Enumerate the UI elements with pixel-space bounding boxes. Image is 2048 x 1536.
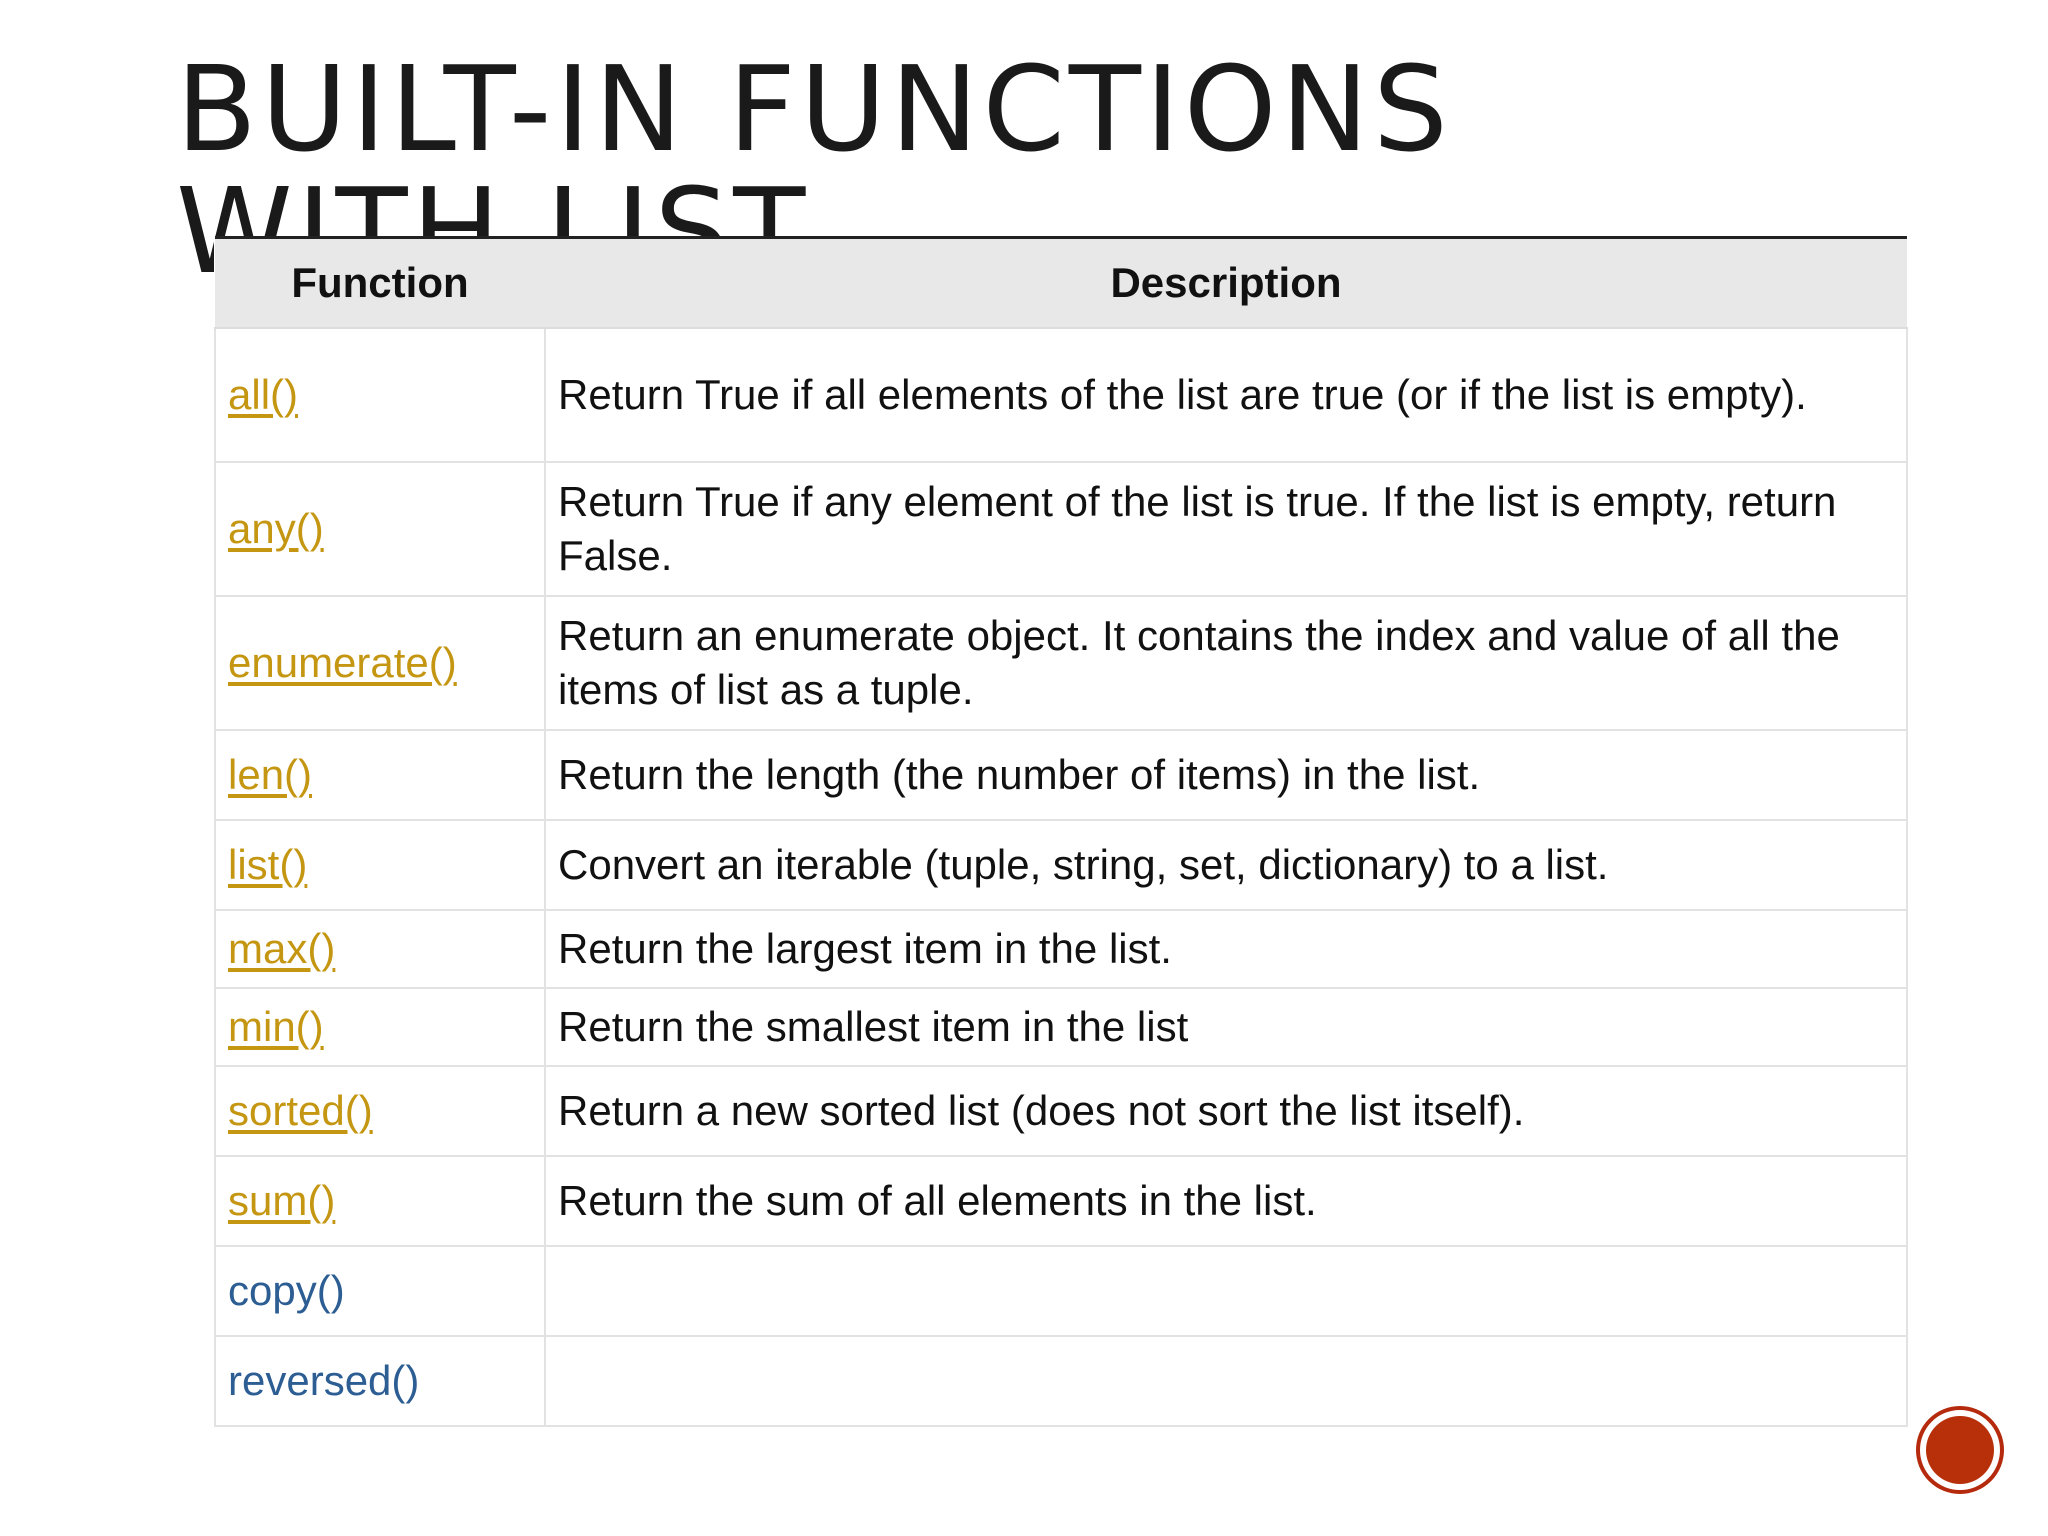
function-name-copy: copy() xyxy=(228,1266,345,1314)
description-cell: Return the sum of all elements in the li… xyxy=(544,1154,1908,1247)
function-cell: reversed() xyxy=(214,1334,546,1427)
description-cell: Return the length (the number of items) … xyxy=(544,728,1908,821)
function-cell: enumerate() xyxy=(214,594,546,731)
description-cell: Return a new sorted list (does not sort … xyxy=(544,1064,1908,1157)
function-cell: sum() xyxy=(214,1154,546,1247)
table-row: reversed() xyxy=(214,1334,1908,1427)
functions-table: Function Description all() Return True i… xyxy=(214,236,1908,1427)
function-cell: len() xyxy=(214,728,546,821)
function-link-list[interactable]: list() xyxy=(228,840,308,888)
description-cell: Return True if all elements of the list … xyxy=(544,326,1908,463)
description-cell: Return the smallest item in the list xyxy=(544,986,1908,1067)
function-link-max[interactable]: max() xyxy=(228,924,336,972)
table-row: list() Convert an iterable (tuple, strin… xyxy=(214,818,1908,911)
description-cell: Return True if any element of the list i… xyxy=(544,460,1908,597)
function-cell: any() xyxy=(214,460,546,597)
table-header-row: Function Description xyxy=(215,236,1907,329)
table-row: enumerate() Return an enumerate object. … xyxy=(214,594,1908,731)
description-cell: Convert an iterable (tuple, string, set,… xyxy=(544,818,1908,911)
table-row: sorted() Return a new sorted list (does … xyxy=(214,1064,1908,1157)
table-row: min() Return the smallest item in the li… xyxy=(214,986,1908,1067)
table-row: all() Return True if all elements of the… xyxy=(214,326,1908,463)
description-cell: Return an enumerate object. It contains … xyxy=(544,594,1908,731)
table-row: sum() Return the sum of all elements in … xyxy=(214,1154,1908,1247)
function-link-min[interactable]: min() xyxy=(228,1002,324,1050)
function-link-sorted[interactable]: sorted() xyxy=(228,1086,373,1134)
description-cell xyxy=(544,1334,1908,1427)
column-header-description: Description xyxy=(545,236,1907,329)
function-cell: copy() xyxy=(214,1244,546,1337)
function-cell: list() xyxy=(214,818,546,911)
description-cell: Return the largest item in the list. xyxy=(544,908,1908,989)
function-link-len[interactable]: len() xyxy=(228,750,313,798)
function-cell: min() xyxy=(214,986,546,1067)
column-header-function: Function xyxy=(215,236,545,329)
table-row: len() Return the length (the number of i… xyxy=(214,728,1908,821)
slide-accent-circle xyxy=(1916,1406,2004,1494)
function-link-any[interactable]: any() xyxy=(228,504,324,552)
slide-title: BUILT-IN FUNCTIONS WITH LIST xyxy=(176,40,1452,300)
function-link-sum[interactable]: sum() xyxy=(228,1176,336,1224)
function-cell: all() xyxy=(214,326,546,463)
function-name-reversed: reversed() xyxy=(228,1356,420,1404)
function-cell: max() xyxy=(214,908,546,989)
function-link-all[interactable]: all() xyxy=(228,370,298,418)
function-cell: sorted() xyxy=(214,1064,546,1157)
table-row: max() Return the largest item in the lis… xyxy=(214,908,1908,989)
description-cell xyxy=(544,1244,1908,1337)
function-link-enumerate[interactable]: enumerate() xyxy=(228,638,457,686)
table-row: any() Return True if any element of the … xyxy=(214,460,1908,597)
table-row: copy() xyxy=(214,1244,1908,1337)
functions-table-container: Function Description all() Return True i… xyxy=(214,236,1908,1427)
